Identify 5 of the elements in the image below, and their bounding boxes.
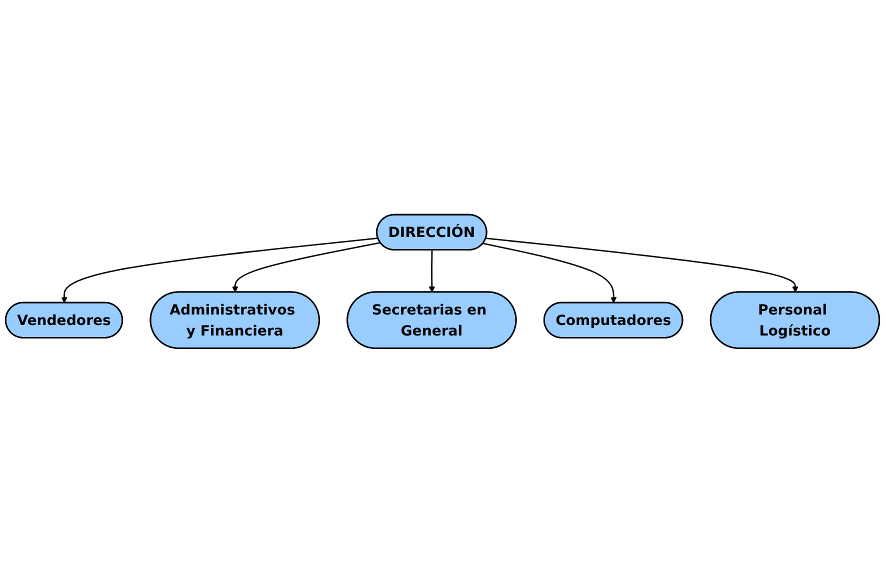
arrow — [232, 242, 380, 293]
arrow — [483, 242, 617, 304]
arrow — [428, 250, 436, 293]
arrow — [61, 238, 378, 304]
arrow — [486, 238, 798, 293]
